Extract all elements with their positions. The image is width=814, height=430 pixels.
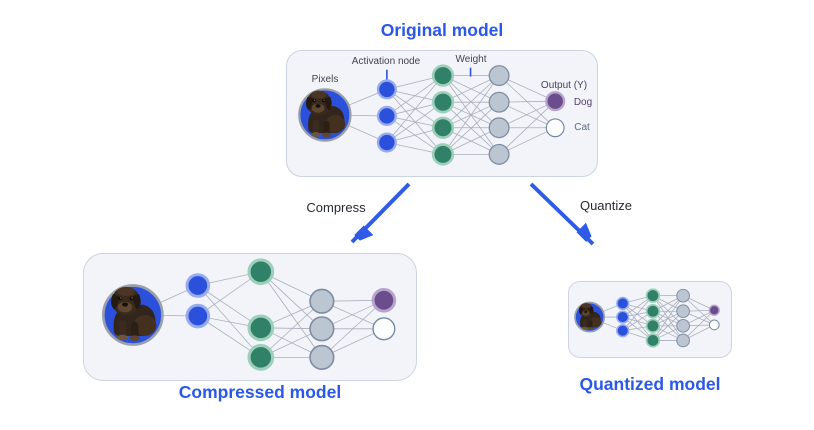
original-network xyxy=(298,64,566,166)
dog-class-label: Dog xyxy=(573,97,593,108)
activation-node-label: Activation node xyxy=(351,56,421,67)
cat-class-label: Cat xyxy=(574,122,590,133)
quantized-model-panel xyxy=(568,281,732,358)
pixels-label: Pixels xyxy=(311,74,339,85)
quantize-arrow xyxy=(529,182,593,246)
compressed-model-title: Compressed model xyxy=(178,382,342,402)
output-y-label: Output (Y) xyxy=(540,80,588,91)
compressed-network xyxy=(101,258,397,371)
quantize-label: Quantize xyxy=(579,198,633,213)
compressed-model-panel xyxy=(83,253,417,381)
weight-label: Weight xyxy=(455,54,487,65)
compress-label: Compress xyxy=(306,200,366,215)
original-model-panel xyxy=(286,50,598,177)
quantized-model-title: Quantized model xyxy=(579,374,721,394)
quantized-network xyxy=(574,288,720,348)
original-model-title: Original model xyxy=(380,20,504,40)
